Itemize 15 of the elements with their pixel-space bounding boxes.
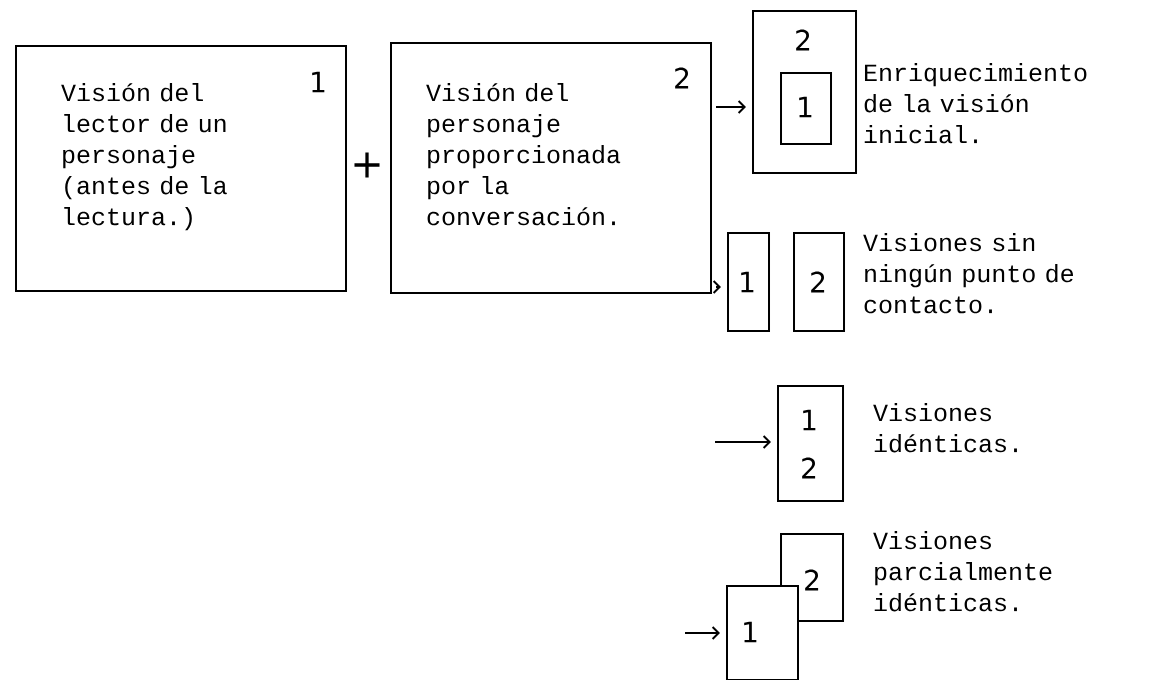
plus-sign: + [354, 152, 380, 178]
text-box: 1 2 [777, 385, 844, 502]
node-label: Enriquecimiento de la visión inicial. [864, 63, 1087, 144]
node-label: Visiones parcialmente idénticas. [873, 531, 1052, 612]
text-box: 1 [727, 232, 770, 332]
text-box: 1 [726, 585, 799, 680]
node-label: Visiones sin ningún punto de contacto. [863, 233, 1073, 314]
arrow [684, 626, 720, 640]
text-box: Visión del personaje proporcionada por la conversación. 2 [390, 42, 712, 294]
inner-box: 1 [780, 72, 832, 145]
arrow [714, 435, 771, 449]
arrow [715, 100, 746, 114]
text-box: 2 [793, 232, 845, 332]
text-box: Visión del lector de un personaje (antes de la lectura.) 1 [15, 45, 347, 292]
node-label: Visiones idénticas. [873, 403, 1017, 453]
